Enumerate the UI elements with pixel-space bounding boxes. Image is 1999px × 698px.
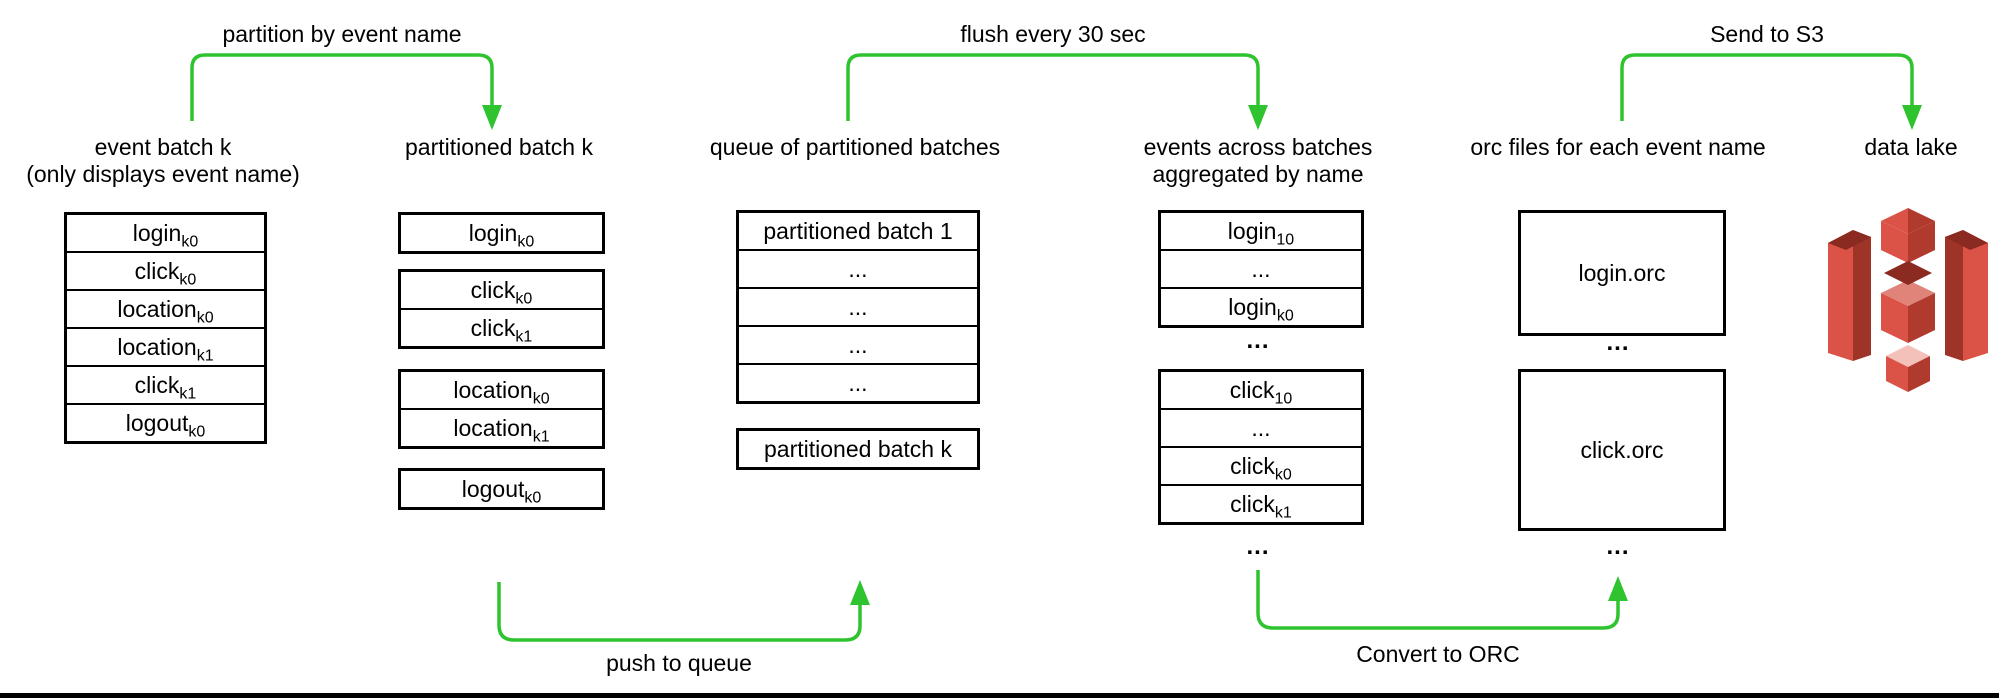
s3-top-cube-right (1908, 221, 1935, 263)
queue-tail-box: partitioned batch k (736, 428, 980, 470)
arrowhead-up-icon (850, 580, 870, 605)
login-orc-box: login.orc (1518, 210, 1726, 336)
arrow-label-convert: Convert to ORC (1356, 641, 1520, 667)
arrow-push-to-queue (497, 582, 862, 642)
arrowhead-up-icon (1608, 576, 1628, 601)
aggregated-ellipsis-1: ... (1246, 327, 1270, 354)
table-row: locationk0 (401, 372, 602, 410)
table-row: logink0 (1228, 294, 1294, 325)
s3-top-cube-left (1881, 221, 1908, 263)
arrowhead-down-icon (482, 105, 502, 130)
s3-under-shadow (1884, 261, 1932, 285)
partitioned-batch-group-click: clickk0 clickk1 (398, 269, 605, 349)
arrow-send-to-s3 (1620, 53, 1914, 121)
aggregated-click-table: click10 ... clickk0 clickk1 (1158, 369, 1364, 525)
s3-middle-cube-left (1881, 293, 1908, 343)
s3-bottom-cube-right (1908, 356, 1930, 392)
table-row: clickk0 (401, 272, 602, 310)
s3-bottom-cube-left (1886, 356, 1908, 392)
queue-title: queue of partitioned batches (709, 134, 1001, 160)
queue-table: partitioned batch 1 ... ... ... ... (736, 210, 980, 404)
arrow-partition-by-event-name (190, 53, 494, 121)
table-row: ... (1161, 410, 1361, 448)
click-orc-box: click.orc (1518, 369, 1726, 531)
s3-left-slab-inner (1853, 230, 1871, 361)
aggregated-ellipsis-2: ... (1246, 533, 1270, 560)
arrow-convert-to-orc (1256, 570, 1620, 630)
table-row: locationk1 (67, 329, 264, 367)
datalake-title: data lake (1864, 134, 1958, 160)
aggregated-title-line2: aggregated by name (1152, 161, 1364, 187)
table-row: logoutk0 (461, 476, 542, 507)
partitioned-batch-group-location: locationk0 locationk1 (398, 369, 605, 449)
arrowhead-down-icon (1902, 105, 1922, 130)
s3-right-slab-inner (1945, 230, 1963, 361)
arrow-label-send: Send to S3 (1710, 21, 1824, 47)
table-row: partitioned batch 1 (739, 213, 977, 251)
table-row: ... (848, 370, 868, 396)
partitioned-batch-title: partitioned batch k (405, 134, 593, 160)
arrow-flush-every-30-sec (846, 53, 1260, 121)
s3-left-slab-cap (1828, 230, 1871, 250)
table-row: clickk1 (1230, 491, 1292, 522)
s3-top-cube-topleft (1881, 208, 1908, 234)
table-row: locationk0 (67, 291, 264, 329)
table-row: logoutk0 (125, 410, 206, 441)
s3-left-slab-face (1828, 230, 1853, 361)
event-batch-title-line1: event batch k (94, 134, 232, 160)
table-row: logink0 (67, 215, 264, 253)
table-row: ... (739, 289, 977, 327)
orc-title: orc files for each event name (1470, 134, 1766, 160)
table-row: clickk1 (470, 315, 533, 346)
orc-ellipsis-2: ... (1606, 533, 1630, 560)
arrow-label-partition: partition by event name (222, 21, 462, 47)
event-batch-title: event batch k (only displays event name) (13, 134, 313, 188)
s3-right-slab-face (1963, 230, 1988, 361)
aggregated-login-table: login10 ... logink0 (1158, 210, 1364, 328)
arrow-label-push: push to queue (606, 650, 752, 676)
event-batch-table: logink0 clickk0 locationk0 locationk1 cl… (64, 212, 267, 444)
arrow-label-flush: flush every 30 sec (960, 21, 1146, 47)
table-row: login10 (1161, 213, 1361, 251)
table-row: clickk1 (67, 367, 264, 405)
orc-ellipsis-1: ... (1606, 329, 1630, 356)
aggregated-title: events across batches aggregated by name (1108, 134, 1408, 188)
table-row: ... (739, 251, 977, 289)
table-row: clickk0 (67, 253, 264, 291)
table-row: ... (739, 327, 977, 365)
table-row: logink0 (468, 220, 535, 251)
s3-right-slab-cap (1945, 230, 1988, 250)
table-row: locationk1 (453, 415, 550, 446)
partitioned-batch-group-logout: logoutk0 (398, 468, 605, 510)
s3-top-cube-topright (1908, 208, 1935, 234)
aggregated-title-line1: events across batches (1143, 134, 1373, 160)
table-row: ... (1161, 251, 1361, 289)
s3-middle-cube-right (1908, 293, 1935, 343)
event-batch-title-line2: (only displays event name) (26, 161, 300, 187)
s3-bucket-icon (1828, 208, 1988, 392)
bottom-border-bar (0, 693, 1999, 698)
arrowhead-down-icon (1248, 105, 1268, 130)
table-row: clickk0 (1161, 448, 1361, 486)
table-row: partitioned batch k (764, 436, 952, 462)
partitioned-batch-group-login: logink0 (398, 212, 605, 254)
table-row: click10 (1161, 372, 1361, 410)
